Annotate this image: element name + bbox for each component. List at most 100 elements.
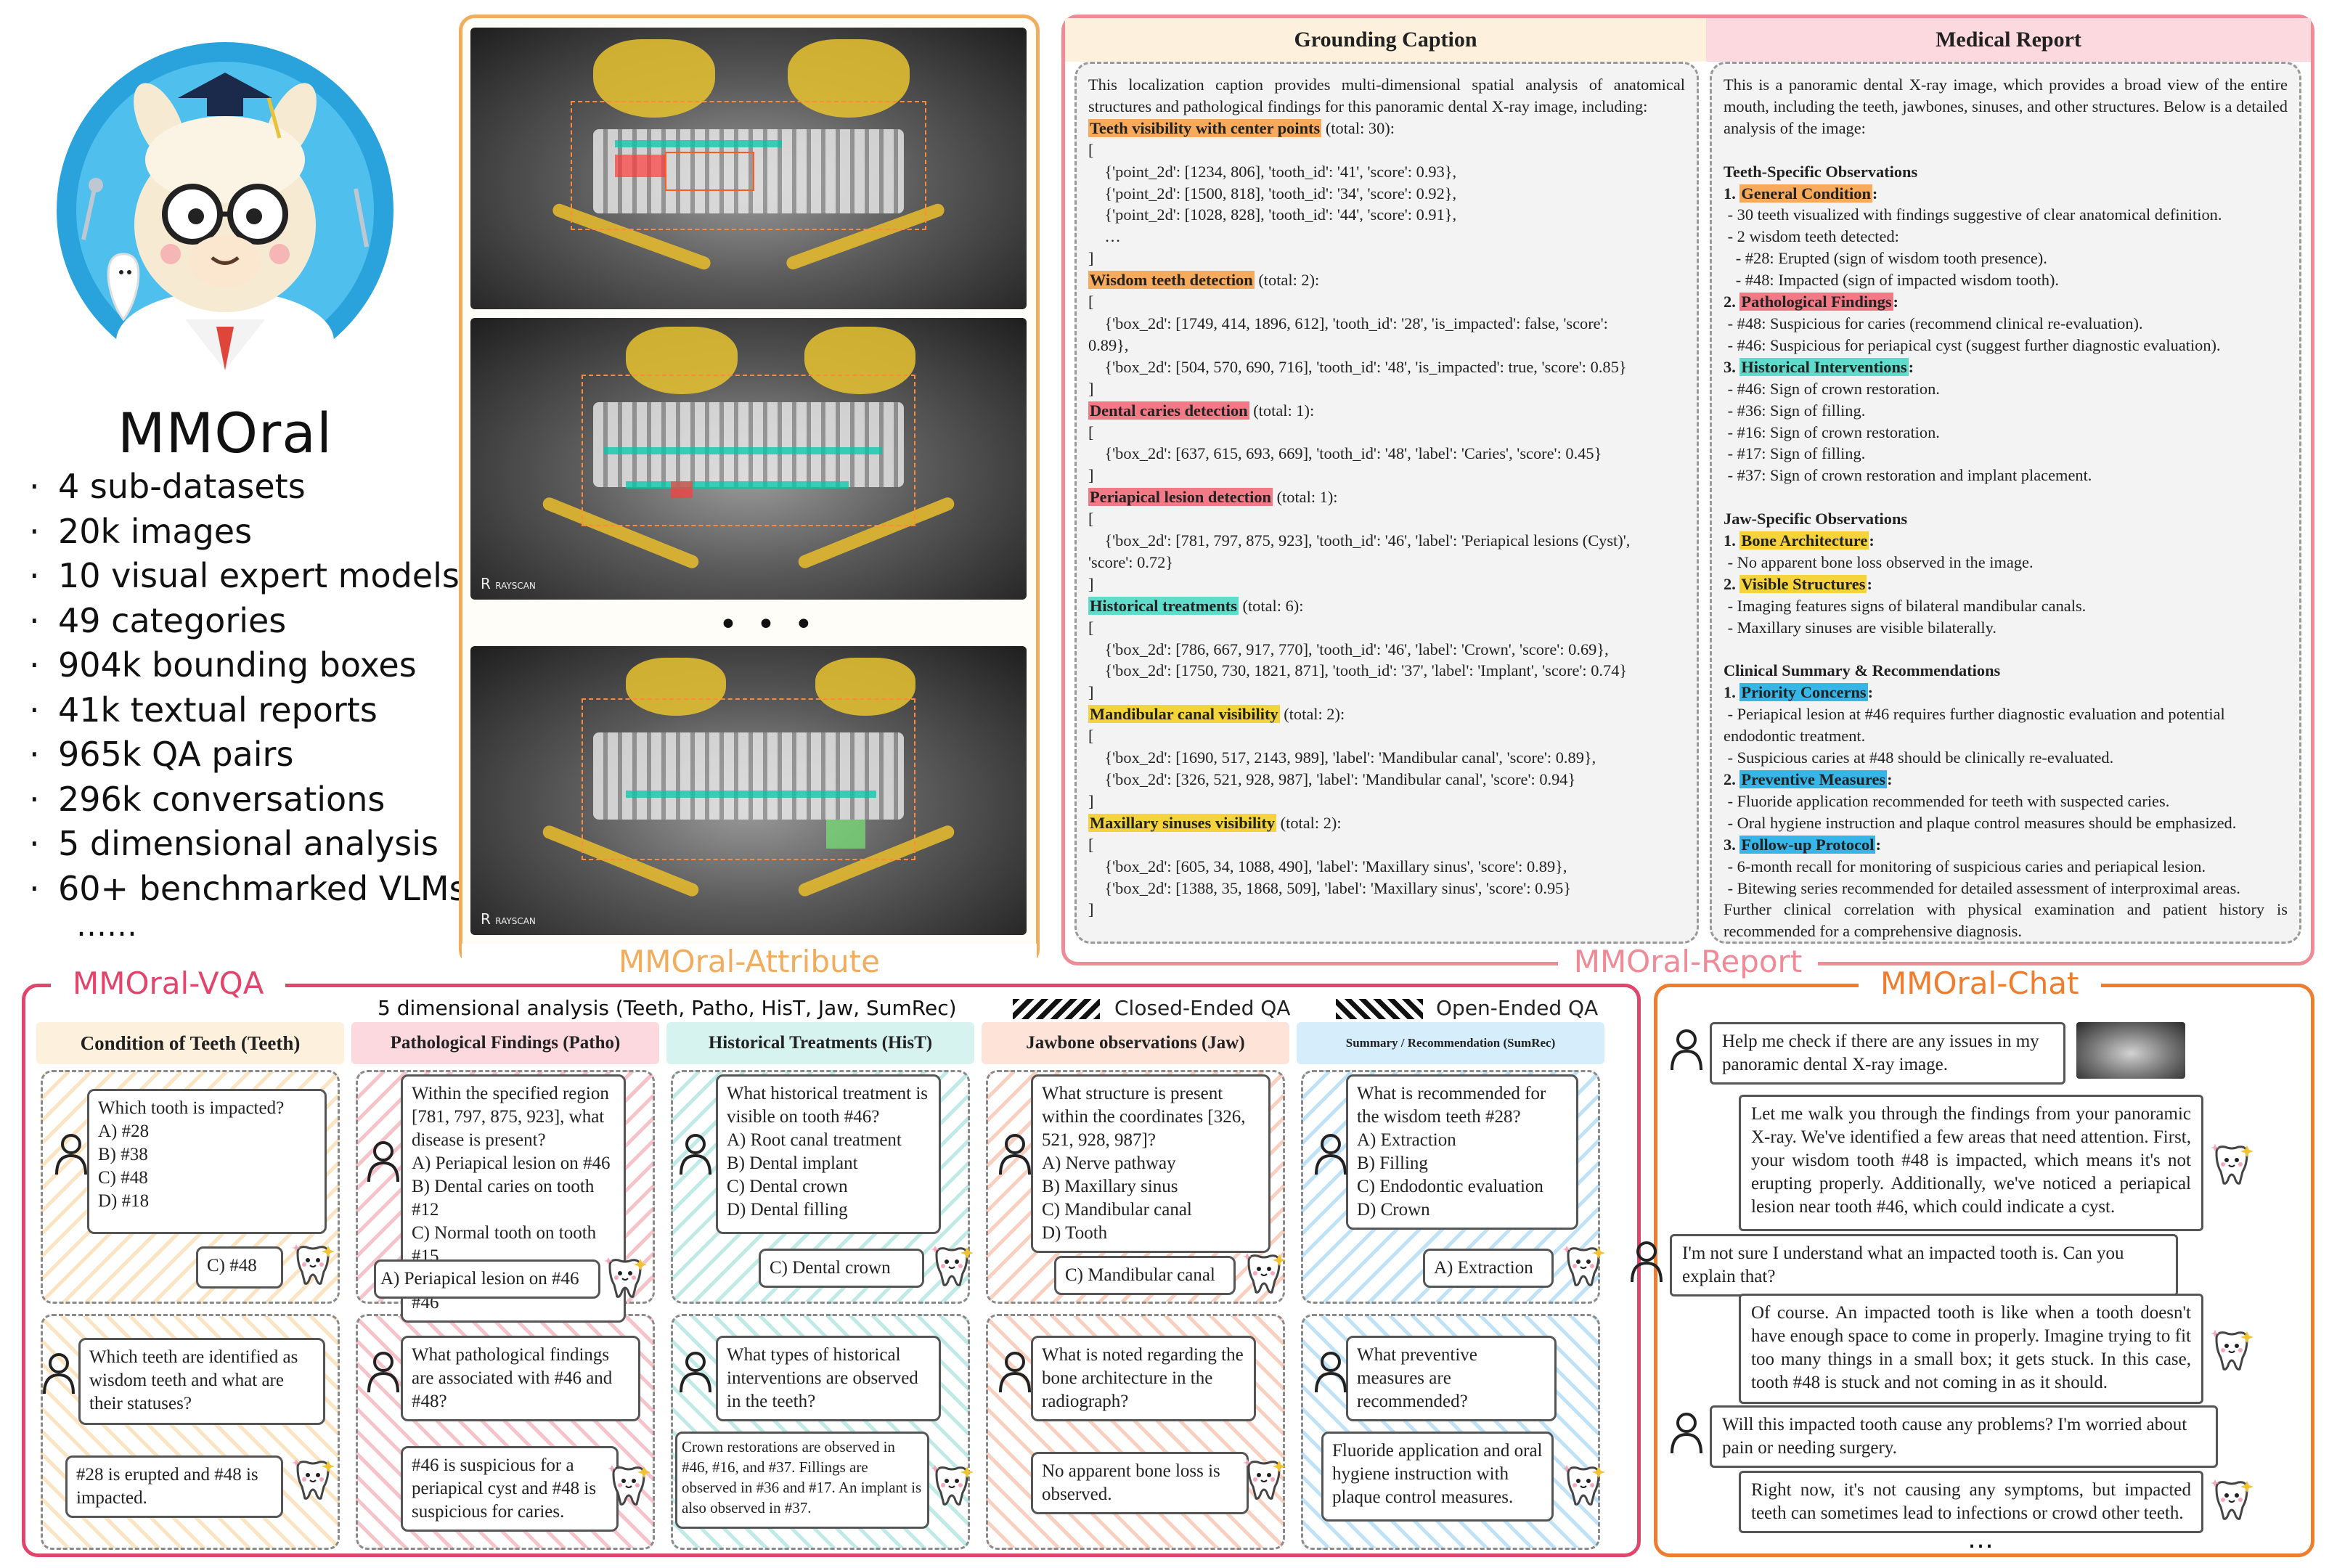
spacer <box>1724 486 2288 508</box>
item-highlight: Pathological Findings <box>1739 293 1893 311</box>
caption-line: [ <box>1088 835 1094 854</box>
user-icon <box>1631 1241 1663 1283</box>
tooth-avatar-icon <box>2211 1144 2253 1185</box>
item-number: 2. <box>1724 770 1740 788</box>
caption-line: ] <box>1088 466 1094 485</box>
item-colon: : <box>1867 683 1874 702</box>
caption-line: ] <box>1088 379 1094 398</box>
report-line: - #16: Sign of crown restoration. <box>1724 422 1940 441</box>
medical-report-box: This is a panoramic dental X-ray image, … <box>1710 62 2301 944</box>
report-item-title: 3. Historical Interventions: <box>1724 356 2288 378</box>
user-icon <box>55 1134 87 1175</box>
stat-item: ·5 dimensional analysis <box>29 822 465 867</box>
user-icon <box>1671 1029 1702 1071</box>
caption-line: 0.89}, <box>1088 335 1129 354</box>
vqa-column-heading: Jawbone observations (Jaw) <box>982 1022 1289 1064</box>
assistant-message-bubble: Of course. An impacted tooth is like whe… <box>1739 1294 2203 1404</box>
caption-section-title: Periapical lesion detection (total: 1): <box>1088 486 1685 508</box>
closed-answer-bubble: A) Periapical lesion on #46 <box>374 1259 600 1299</box>
report-line: - Periapical lesion at #46 requires furt… <box>1724 705 2225 724</box>
stat-text: 41k textual reports <box>58 690 378 730</box>
item-number: 2. <box>1724 293 1740 311</box>
attribute-label: MMOral-Attribute <box>462 944 1037 979</box>
vqa-column-heading: Summary / Recommendation (SumRec) <box>1297 1022 1604 1064</box>
vqa-column-heading: Historical Treatments (HisT) <box>666 1022 974 1064</box>
report-subheading: Jaw-Specific Observations <box>1724 510 1908 528</box>
caption-line: ] <box>1088 791 1094 810</box>
caption-section-title: Wisdom teeth detection (total: 2): <box>1088 269 1685 291</box>
bullet-icon: · <box>29 556 40 595</box>
open-ended-legend: Open-Ended QA <box>1436 996 1599 1020</box>
caption-line: {'box_2d': [1690, 517, 2143, 989], 'labe… <box>1088 748 1596 767</box>
caption-line: {'box_2d': [1750, 730, 1821, 871], 'toot… <box>1088 661 1628 680</box>
item-colon: : <box>1887 770 1893 788</box>
grounding-caption-box: This localization caption provides multi… <box>1074 62 1699 944</box>
closed-question-bubble: Which tooth is impacted? A) #28 B) #38 C… <box>87 1089 327 1234</box>
caption-line: {'box_2d': [504, 570, 690, 716], 'tooth_… <box>1088 357 1627 376</box>
item-colon: : <box>1893 293 1899 311</box>
report-line: - 2 wisdom teeth detected: <box>1724 227 1899 246</box>
llama-mascot-illustration <box>57 42 393 385</box>
report-line: - #28: Erupted (sign of wisdom tooth pre… <box>1724 249 2047 268</box>
caption-line: ] <box>1088 900 1094 919</box>
report-line: - #36: Sign of filling. <box>1724 401 1866 420</box>
spacer <box>1724 139 2288 161</box>
user-icon <box>43 1353 75 1395</box>
bullet-icon: · <box>29 868 40 908</box>
report-line: endodontic treatment. <box>1724 727 1866 746</box>
section-highlight: Wisdom teeth detection <box>1088 271 1255 290</box>
caption-section-title: Maxillary sinuses visibility (total: 2): <box>1088 812 1685 834</box>
bullet-icon: · <box>29 779 40 819</box>
open-question-bubble: Which teeth are identified as wisdom tee… <box>78 1338 325 1425</box>
tooth-avatar-icon <box>604 1257 647 1298</box>
stat-text: 904k bounding boxes <box>58 645 417 685</box>
user-message-bubble: I'm not sure I understand what an impact… <box>1670 1234 2178 1297</box>
report-subheading: Clinical Summary & Recommendations <box>1724 661 2001 680</box>
caption-intro: This localization caption provides multi… <box>1088 75 1685 115</box>
caption-line: {'box_2d': [786, 667, 917, 770], 'tooth_… <box>1088 640 1609 658</box>
report-line: - #46: Suspicious for periapical cyst (s… <box>1724 335 2221 354</box>
chat-more-ellipsis: … <box>1967 1524 1994 1554</box>
caption-line: {'point_2d': [1028, 828], 'tooth_id': '4… <box>1088 205 1457 224</box>
caption-line: [ <box>1088 510 1094 528</box>
report-line: - #46: Sign of crown restoration. <box>1724 379 1940 398</box>
section-count: (total: 2): <box>1254 271 1320 290</box>
user-message-bubble: Help me check if there are any issues in… <box>1710 1022 2065 1085</box>
caption-line: ] <box>1088 249 1094 268</box>
tooth-avatar-icon <box>1243 1253 1286 1294</box>
item-highlight: Priority Concerns <box>1739 683 1868 702</box>
open-question-bubble: What pathological findings are associate… <box>401 1336 640 1421</box>
closed-ended-swatch <box>1013 999 1100 1019</box>
tooth-avatar-icon <box>1243 1459 1286 1500</box>
report-item-title: 2. Visible Structures: <box>1724 573 2288 595</box>
caption-line: [ <box>1088 140 1094 159</box>
report-line: - Imaging features signs of bilateral ma… <box>1724 596 2087 615</box>
open-answer-bubble: #46 is suspicious for a periapical cyst … <box>401 1446 619 1532</box>
closed-answer-bubble: C) Dental crown <box>759 1249 924 1288</box>
grounding-caption-heading: Grounding Caption <box>1065 18 1706 62</box>
chat-label: MMOral-Chat <box>1859 965 2101 1001</box>
tooth-avatar-icon <box>292 1459 335 1500</box>
stat-text: 49 categories <box>58 600 287 640</box>
vqa-subtitle: 5 dimensional analysis (Teeth, Patho, Hi… <box>378 996 957 1020</box>
stat-text: 965k QA pairs <box>58 735 294 774</box>
caption-line: {'box_2d': [326, 521, 928, 987], 'label'… <box>1088 770 1576 788</box>
report-item-title: 2. Preventive Measures: <box>1724 769 2288 791</box>
item-colon: : <box>1872 184 1878 203</box>
report-closing: Further clinical correlation with physic… <box>1724 900 2288 941</box>
caption-line: {'box_2d': [1388, 35, 1868, 509], 'label… <box>1088 878 1572 897</box>
section-count: (total: 1): <box>1272 488 1338 507</box>
item-highlight: General Condition <box>1739 184 1872 203</box>
report-item-title: 3. Follow-up Protocol: <box>1724 834 2288 856</box>
user-icon <box>999 1134 1031 1175</box>
report-line: - #48: Suspicious for caries (recommend … <box>1724 314 2143 332</box>
stat-item: ·4 sub-datasets <box>29 465 465 510</box>
stat-text: 20k images <box>58 511 253 551</box>
panoramic-xray-image: R RAYSCAN <box>470 318 1027 600</box>
open-question-bubble: What is noted regarding the bone archite… <box>1031 1336 1256 1421</box>
section-count: (total: 6): <box>1238 596 1304 615</box>
item-number: 2. <box>1724 574 1740 593</box>
item-highlight: Historical Interventions <box>1739 357 1909 376</box>
stat-item: ·49 categories <box>29 599 465 644</box>
user-icon <box>680 1352 711 1393</box>
